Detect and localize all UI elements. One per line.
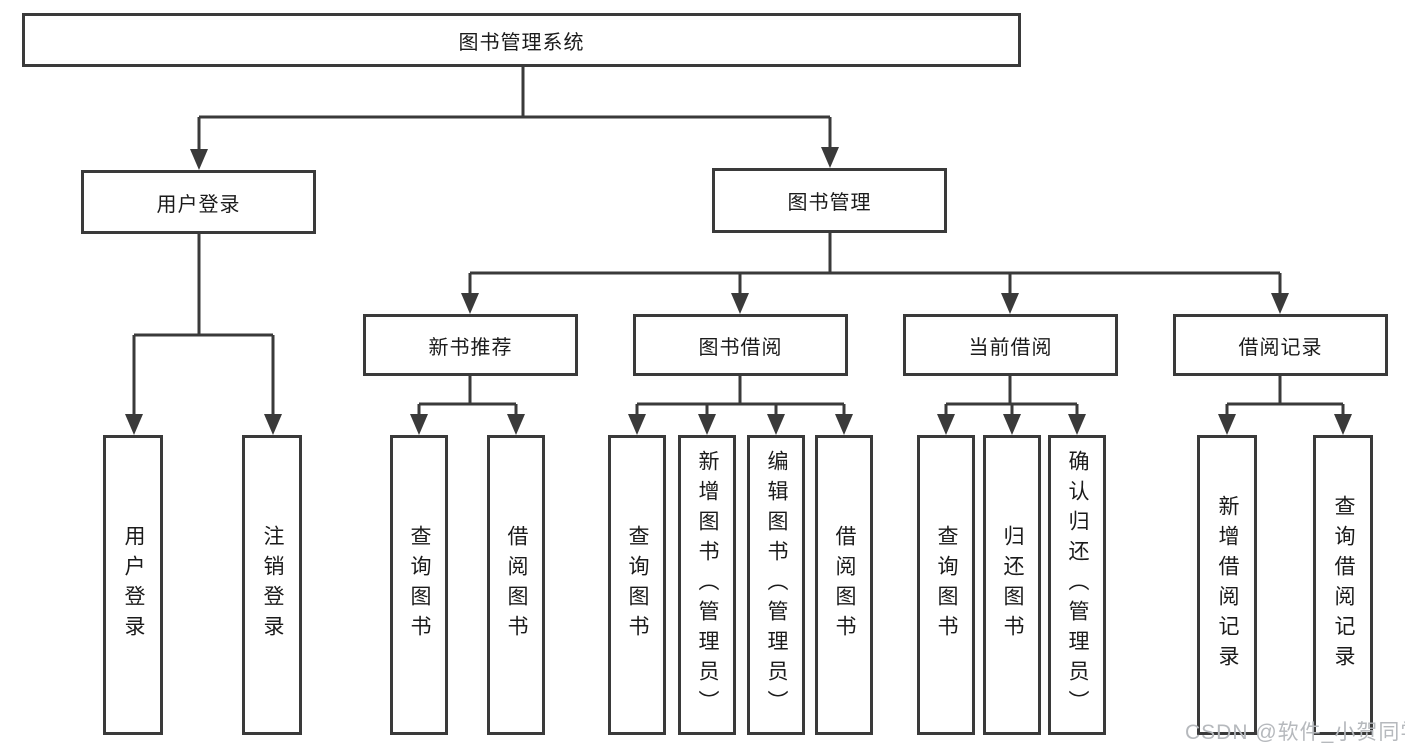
leaf-query-books-3-label: 查询图书 — [935, 525, 958, 645]
leaf-borrow-books-1-label: 借阅图书 — [505, 525, 528, 645]
leaf-user-login-label: 用户登录 — [122, 525, 145, 645]
leaf-query-books-1: 查询图书 — [390, 435, 448, 735]
leaf-add-books-admin: 新增图书（管理员） — [678, 435, 736, 735]
node-user-login-label: 用户登录 — [156, 193, 241, 216]
leaf-add-borrow-record-label: 新增借阅记录 — [1216, 495, 1239, 675]
arrow-icon — [1003, 414, 1021, 435]
leaf-add-books-admin-label: 新增图书（管理员） — [696, 450, 719, 720]
leaf-borrow-books-2: 借阅图书 — [815, 435, 873, 735]
node-book-management-label: 图书管理 — [787, 192, 872, 214]
arrow-icon — [731, 293, 749, 314]
arrow-icon — [507, 414, 525, 435]
arrow-icon — [698, 414, 716, 435]
arrow-icon — [125, 414, 143, 435]
arrow-icon — [1218, 414, 1236, 435]
arrow-icon — [410, 414, 428, 435]
arrow-icon — [628, 414, 646, 435]
leaf-borrow-books-1: 借阅图书 — [487, 435, 545, 735]
leaf-user-login: 用户登录 — [103, 435, 163, 735]
node-root-label: 图书管理系统 — [458, 31, 585, 54]
leaf-borrow-books-2-label: 借阅图书 — [833, 525, 856, 645]
arrow-icon — [821, 147, 839, 168]
node-new-book-recommend: 新书推荐 — [363, 314, 578, 376]
leaf-edit-books-admin-label: 编辑图书（管理员） — [765, 450, 788, 720]
arrow-icon — [1334, 414, 1352, 435]
leaf-query-books-1-label: 查询图书 — [408, 525, 431, 645]
leaf-query-books-2: 查询图书 — [608, 435, 666, 735]
node-root: 图书管理系统 — [22, 13, 1021, 67]
connector-lines — [132, 67, 1345, 418]
arrow-icon — [1001, 293, 1019, 314]
arrow-icon — [461, 293, 479, 314]
leaf-query-borrow-record: 查询借阅记录 — [1313, 435, 1373, 735]
node-borrow-records-label: 借阅记录 — [1238, 336, 1323, 359]
csdn-watermark: CSDN @软件_小贺同学 — [1185, 721, 1405, 744]
arrowheads — [125, 147, 1352, 435]
arrow-icon — [1271, 293, 1289, 314]
node-book-borrow: 图书借阅 — [633, 314, 848, 376]
node-current-borrow: 当前借阅 — [903, 314, 1118, 376]
arrow-icon — [1068, 414, 1086, 435]
leaf-query-borrow-record-label: 查询借阅记录 — [1332, 495, 1355, 675]
leaf-return-books-label: 归还图书 — [1001, 525, 1024, 645]
leaf-confirm-return-admin-label: 确认归还（管理员） — [1066, 450, 1089, 720]
leaf-logout-label: 注销登录 — [261, 525, 284, 645]
node-new-book-recommend-label: 新书推荐 — [428, 336, 513, 359]
node-book-management: 图书管理 — [712, 168, 947, 233]
arrow-icon — [264, 414, 282, 435]
arrow-icon — [835, 414, 853, 435]
arrow-icon — [937, 414, 955, 435]
leaf-query-books-3: 查询图书 — [917, 435, 975, 735]
leaf-return-books: 归还图书 — [983, 435, 1041, 735]
node-user-login: 用户登录 — [81, 170, 316, 234]
arrow-icon — [190, 149, 208, 170]
leaf-edit-books-admin: 编辑图书（管理员） — [747, 435, 805, 735]
arrow-icon — [767, 414, 785, 435]
leaf-logout: 注销登录 — [242, 435, 302, 735]
leaf-confirm-return-admin: 确认归还（管理员） — [1048, 435, 1106, 735]
node-borrow-records: 借阅记录 — [1173, 314, 1388, 376]
leaf-add-borrow-record: 新增借阅记录 — [1197, 435, 1257, 735]
node-current-borrow-label: 当前借阅 — [968, 336, 1053, 359]
node-book-borrow-label: 图书借阅 — [698, 336, 783, 359]
leaf-query-books-2-label: 查询图书 — [626, 525, 649, 645]
